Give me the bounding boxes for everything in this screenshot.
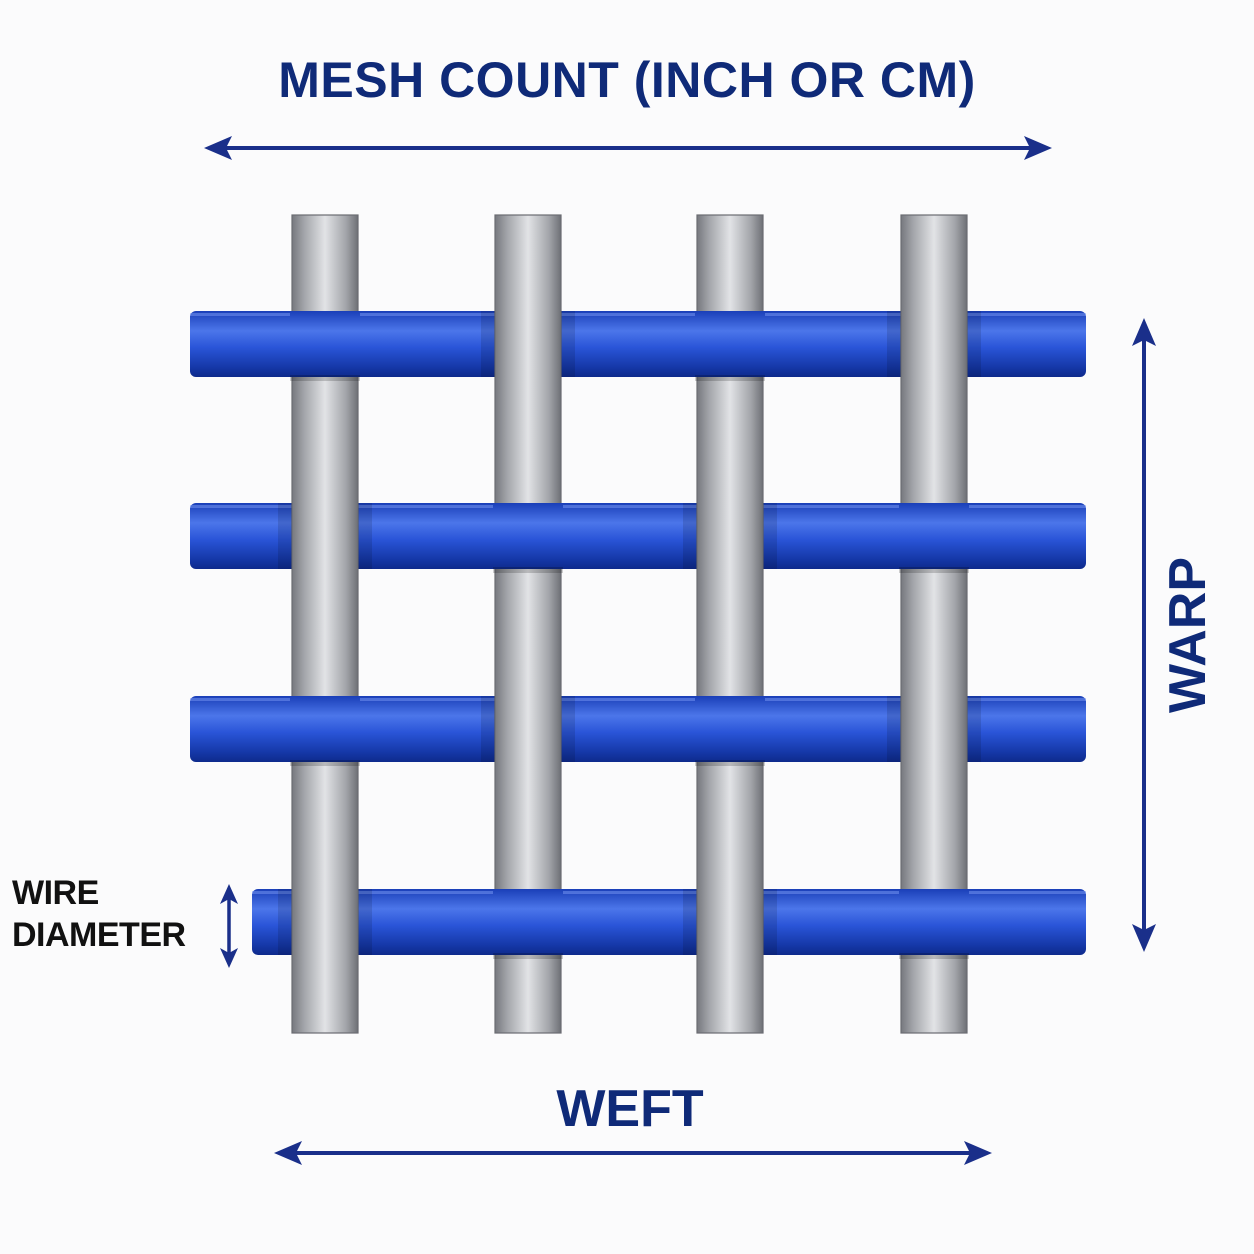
weft-over-crossing (493, 889, 563, 959)
weft-label: WEFT (556, 1080, 704, 1138)
weft-wire-1 (190, 311, 1086, 377)
weft-under-shade (763, 503, 777, 569)
weft-over-crossing (290, 311, 360, 381)
weft-wire-body (252, 889, 1086, 955)
weft-under-shade (278, 889, 292, 955)
weft-wire-4 (252, 889, 1086, 955)
mesh-count-label: MESH COUNT (INCH OR CM) (278, 52, 976, 108)
weft-wire-body (190, 311, 1086, 377)
weft-over-shadow (493, 953, 563, 959)
weft-under-shade (278, 503, 292, 569)
weft-under-shade (887, 311, 901, 377)
weft-under-shade (763, 889, 777, 955)
weft-over-shadow (493, 567, 563, 573)
weft-under-shade (561, 696, 575, 762)
weft-under-shade (358, 503, 372, 569)
weft-over-shadow (695, 375, 765, 381)
weft-over-segment (899, 503, 969, 569)
weft-over-crossing (493, 503, 563, 573)
weft-under-shade (561, 311, 575, 377)
warp-arrow-icon (1132, 318, 1156, 952)
weft-arrow-icon (274, 1141, 992, 1165)
weft-over-segment (290, 696, 360, 762)
wire-diameter-label-line1: WIRE (12, 874, 99, 912)
weft-over-crossing (290, 696, 360, 766)
weft-wire-3 (190, 696, 1086, 762)
weft-wire-body (190, 696, 1086, 762)
warp-label: WARP (1159, 557, 1217, 713)
weft-over-shadow (695, 760, 765, 766)
weft-wire-edge (190, 313, 1086, 316)
weft-wire-2 (190, 503, 1086, 569)
wire-diameter-label-line2: DIAMETER (12, 916, 186, 954)
mesh-count-arrow-icon (204, 136, 1052, 160)
weft-over-segment (493, 889, 563, 955)
weft-over-shadow (899, 567, 969, 573)
weft-over-shadow (290, 375, 360, 381)
weft-over-shadow (290, 760, 360, 766)
weft-over-crossing (695, 696, 765, 766)
weft-under-shade (967, 696, 981, 762)
weft-under-shade (358, 889, 372, 955)
weft-over-shadow (899, 953, 969, 959)
wire-weave (190, 214, 1086, 1034)
weft-over-segment (899, 889, 969, 955)
wire-diameter-label: WIRE DIAMETER (12, 872, 186, 956)
weft-under-shade (887, 696, 901, 762)
weft-wire-edge (252, 891, 1086, 894)
weft-over-segment (695, 696, 765, 762)
weft-over-crossing (899, 503, 969, 573)
weft-over-crossing (899, 889, 969, 959)
weft-wire-body (190, 503, 1086, 569)
wire-diameter-arrow-icon (220, 884, 238, 968)
weft-over-crossing (695, 311, 765, 381)
weft-under-shade (683, 503, 697, 569)
weft-under-shade (967, 311, 981, 377)
weft-under-shade (481, 311, 495, 377)
weft-over-segment (290, 311, 360, 377)
weft-under-shade (683, 889, 697, 955)
weft-over-segment (493, 503, 563, 569)
weft-over-segment (695, 311, 765, 377)
weft-wire-edge (190, 505, 1086, 508)
weft-under-shade (481, 696, 495, 762)
weft-wire-edge (190, 698, 1086, 701)
